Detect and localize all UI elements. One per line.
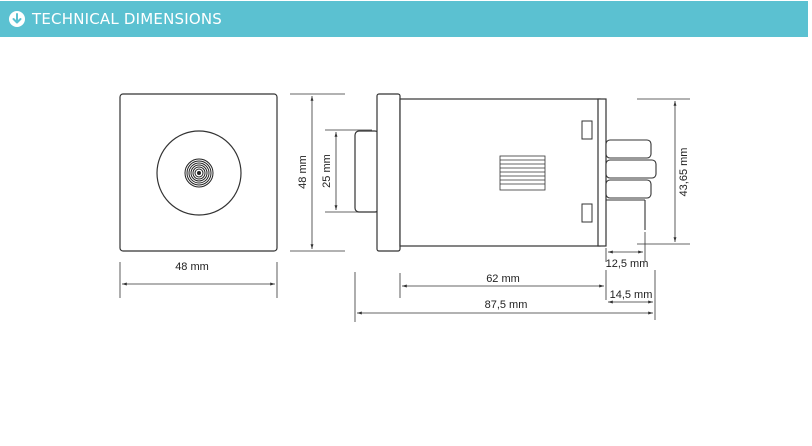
dim-total-length: 87,5 mm: [354, 272, 653, 322]
dim-body-length: 62 mm: [399, 270, 607, 300]
dim-label-total-length: 87,5 mm: [485, 299, 528, 311]
label-stripes: [499, 155, 546, 191]
dim-label-body-length: 62 mm: [486, 273, 520, 285]
circle-down-arrow-icon: [8, 10, 26, 28]
dim-pin-offset: 12,5 mm: [605, 232, 649, 270]
section-title: TECHNICAL DIMENSIONS: [32, 10, 223, 28]
dim-label-front-width: 48 mm: [175, 261, 209, 273]
dim-pin-span: 43,65 mm: [637, 98, 690, 245]
dim-label-pin-span: 43,65 mm: [678, 148, 690, 197]
side-view: [354, 93, 657, 252]
section-header: TECHNICAL DIMENSIONS: [0, 1, 808, 37]
dim-pin-length: 14,5 mm: [608, 270, 656, 320]
dim-label-plug-height: 25 mm: [321, 154, 333, 188]
dim-front-height: 48 mm: [290, 93, 345, 252]
dim-label-pin-offset: 12,5 mm: [606, 258, 649, 270]
dim-label-front-height: 48 mm: [297, 155, 309, 189]
knob-icon: [184, 158, 214, 188]
dim-label-pin-length: 14,5 mm: [610, 289, 653, 301]
pins: [605, 139, 657, 230]
dim-front-width: 48 mm: [119, 261, 278, 298]
front-view: [119, 93, 278, 252]
